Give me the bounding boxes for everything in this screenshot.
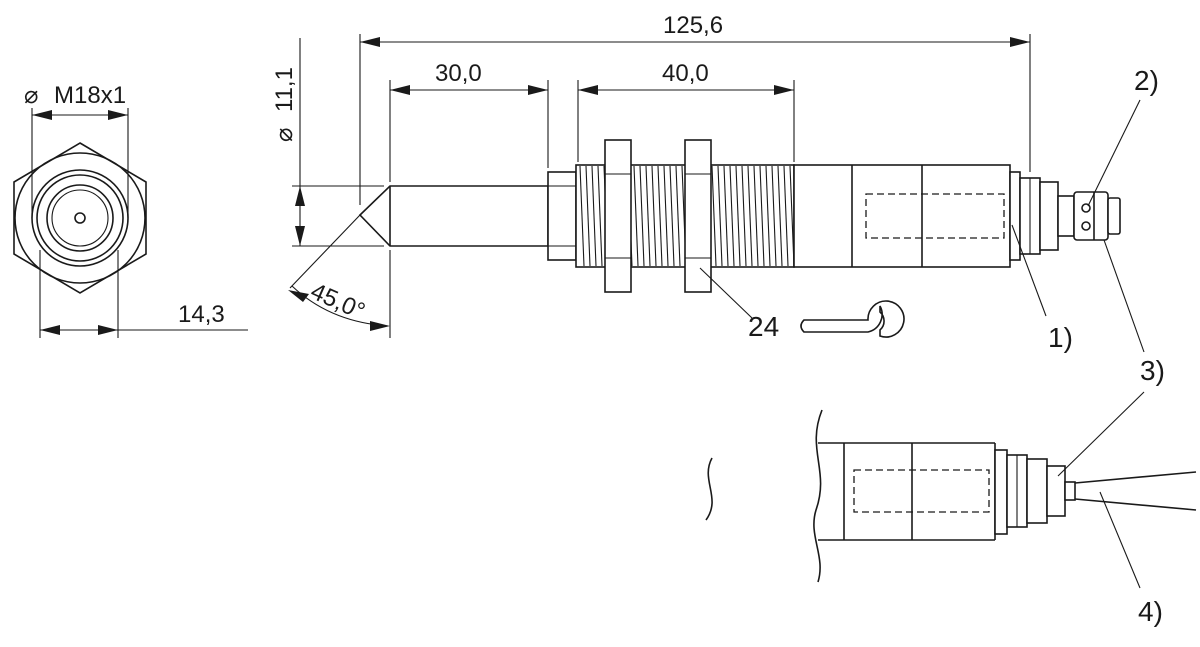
angle-ref-line (289, 214, 361, 289)
thread-circle (14, 152, 146, 284)
connector-tip (1107, 197, 1121, 235)
thread-hatch-line (663, 165, 669, 267)
arrowhead (360, 37, 380, 47)
overall-length-label: 125,6 (663, 12, 723, 39)
thread-hatch-line (771, 165, 777, 267)
wrench-leader (699, 267, 753, 319)
cable-top (1074, 471, 1197, 484)
detail-cable-boot (1064, 481, 1076, 501)
thread-hatch-line (735, 165, 741, 267)
callout-4-label: 4) (1138, 596, 1163, 627)
callout-2-label: 2) (1134, 65, 1159, 96)
callout-2-leader (1087, 99, 1141, 207)
break-line-right (813, 409, 823, 583)
arrowhead (295, 226, 305, 246)
thread-hatch-line (783, 165, 789, 267)
rear-ring (1009, 171, 1021, 261)
thread-hatch-line (651, 165, 657, 267)
face-inner-circle (51, 189, 109, 247)
thread-hatch-line (645, 165, 651, 267)
side-view: 125,6 30,0 40,0 ⌀ 11,1 45,0° 24 (271, 12, 1159, 353)
sensor-tip (358, 185, 549, 247)
thread-hatch-line (657, 165, 663, 267)
break-line-left (705, 457, 713, 521)
thread-label: M18x1 (54, 82, 126, 109)
arrowhead (40, 325, 60, 335)
thread-hatch-line (669, 165, 675, 267)
tip-angle-label: 45,0° (307, 278, 369, 326)
thread-hatch-line (711, 165, 717, 267)
center-dot (74, 212, 86, 224)
callout-3-label: 3) (1140, 355, 1165, 386)
callout-3-leader (1103, 239, 1145, 353)
callout-4-leader (1099, 491, 1141, 589)
thread-hatch-line (741, 165, 747, 267)
arrowhead (32, 110, 52, 120)
arrowhead (295, 186, 305, 206)
detail-hidden-electronics (853, 469, 990, 513)
thread-hatch-line (723, 165, 729, 267)
tip-diameter-label: 11,1 (271, 67, 298, 112)
hex-nut-outline (13, 142, 147, 294)
connector-neck (1057, 195, 1075, 237)
thread-hatch-line (777, 165, 783, 267)
callout-1-leader (1011, 224, 1047, 317)
detail-cable-gland (1046, 465, 1066, 517)
thread-hatch-line (759, 165, 765, 267)
thread-length-label: 40,0 (662, 60, 709, 87)
thread-hatch-line (747, 165, 753, 267)
thread-hatch-line (639, 165, 645, 267)
arrowhead (774, 85, 794, 95)
connector-pin (1081, 203, 1091, 213)
thread-hatch-line (633, 165, 639, 267)
thread-hatch-line (591, 165, 597, 267)
wrench-size-label: 24 (748, 311, 779, 342)
callout-1-label: 1) (1048, 322, 1073, 353)
lock-nut-1 (604, 139, 632, 293)
thread-hatch-line (579, 165, 585, 267)
thread-hatch-line (675, 165, 681, 267)
arrowhead (528, 85, 548, 95)
housing (793, 164, 1011, 268)
front-view: ⌀ M18x1 14,3 (13, 82, 248, 338)
arrowhead (288, 290, 309, 302)
arrowhead (390, 85, 410, 95)
arrowhead (1010, 37, 1030, 47)
rear-hex (1039, 181, 1059, 251)
wrench-icon (800, 300, 905, 338)
hex-width-label: 14,3 (178, 301, 225, 328)
cable-detail-view: 3) 4) (705, 355, 1197, 627)
cable-bottom (1074, 498, 1197, 511)
thread-hatch-line (765, 165, 771, 267)
hidden-electronics (865, 193, 1005, 239)
thread-diameter-symbol: ⌀ (24, 82, 38, 109)
face-circle (46, 184, 114, 252)
arrowhead (98, 325, 118, 335)
thread-hatch-line (597, 165, 603, 267)
body-inner-circle (36, 174, 124, 262)
arrowhead (578, 85, 598, 95)
thread-hatch-line (717, 165, 723, 267)
callout-3-detail-leader (1057, 391, 1145, 477)
lock-nut-2 (684, 139, 712, 293)
thread-hatch-line (585, 165, 591, 267)
front-shoulder (547, 171, 577, 261)
thread-hatch-line (729, 165, 735, 267)
detail-rear-hex (1026, 458, 1048, 524)
tip-diameter-symbol: ⌀ (271, 128, 298, 142)
arrowhead (370, 321, 390, 331)
arrowhead (108, 110, 128, 120)
thread-hatch-line (753, 165, 759, 267)
tip-length-label: 30,0 (435, 60, 482, 87)
connector-pin (1081, 221, 1091, 231)
detail-rear-ring (994, 449, 1008, 535)
